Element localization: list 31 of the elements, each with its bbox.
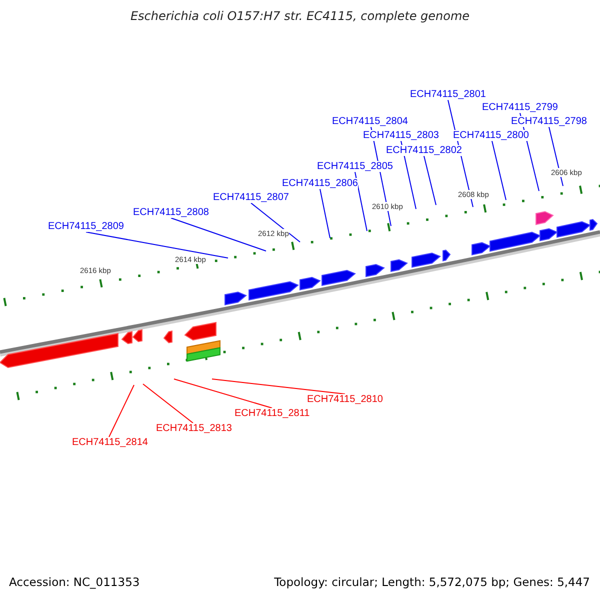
- leader-line: [250, 202, 300, 242]
- gene-label: ECH74115_2806: [282, 178, 358, 189]
- footer-text: Topology: circular; Length: 5,572,075 bp; Genes: 5,447: [274, 575, 590, 589]
- gene-label: ECH74115_2813: [156, 423, 232, 434]
- leader-line: [424, 156, 436, 206]
- footer-text: Accession: NC_011353: [9, 575, 140, 589]
- leader-line: [142, 384, 194, 424]
- leader-line: [86, 232, 228, 258]
- gene-label: ECH74115_2805: [317, 161, 393, 172]
- gene-label: ECH74115_2807: [213, 192, 289, 203]
- gene-label: ECH74115_2810: [307, 394, 383, 405]
- gene-label: ECH74115_2804: [332, 116, 408, 127]
- leader-line: [354, 172, 368, 232]
- gene-label: ECH74115_2800: [453, 130, 529, 141]
- leader-line: [170, 218, 266, 252]
- gene-label: ECH74115_2811: [234, 408, 310, 419]
- gene-label: ECH74115_2803: [363, 130, 439, 141]
- gene-label: ECH74115_2814: [72, 437, 148, 448]
- leader-line: [212, 378, 346, 394]
- leader-line: [108, 384, 134, 438]
- gene-label: ECH74115_2798: [511, 116, 587, 127]
- gene-label: ECH74115_2802: [386, 145, 462, 156]
- gene-label: ECH74115_2809: [48, 221, 124, 232]
- map-title: Escherichia coli O157:H7 str. EC4115, complete genome: [129, 9, 471, 23]
- gene-label: ECH74115_2808: [133, 207, 209, 218]
- gene-label: ECH74115_2801: [410, 89, 486, 100]
- leader-line: [174, 378, 272, 408]
- gene-label: ECH74115_2799: [482, 102, 558, 113]
- leader-line: [492, 140, 506, 200]
- leader-line: [548, 126, 564, 186]
- leader-line: [320, 188, 330, 238]
